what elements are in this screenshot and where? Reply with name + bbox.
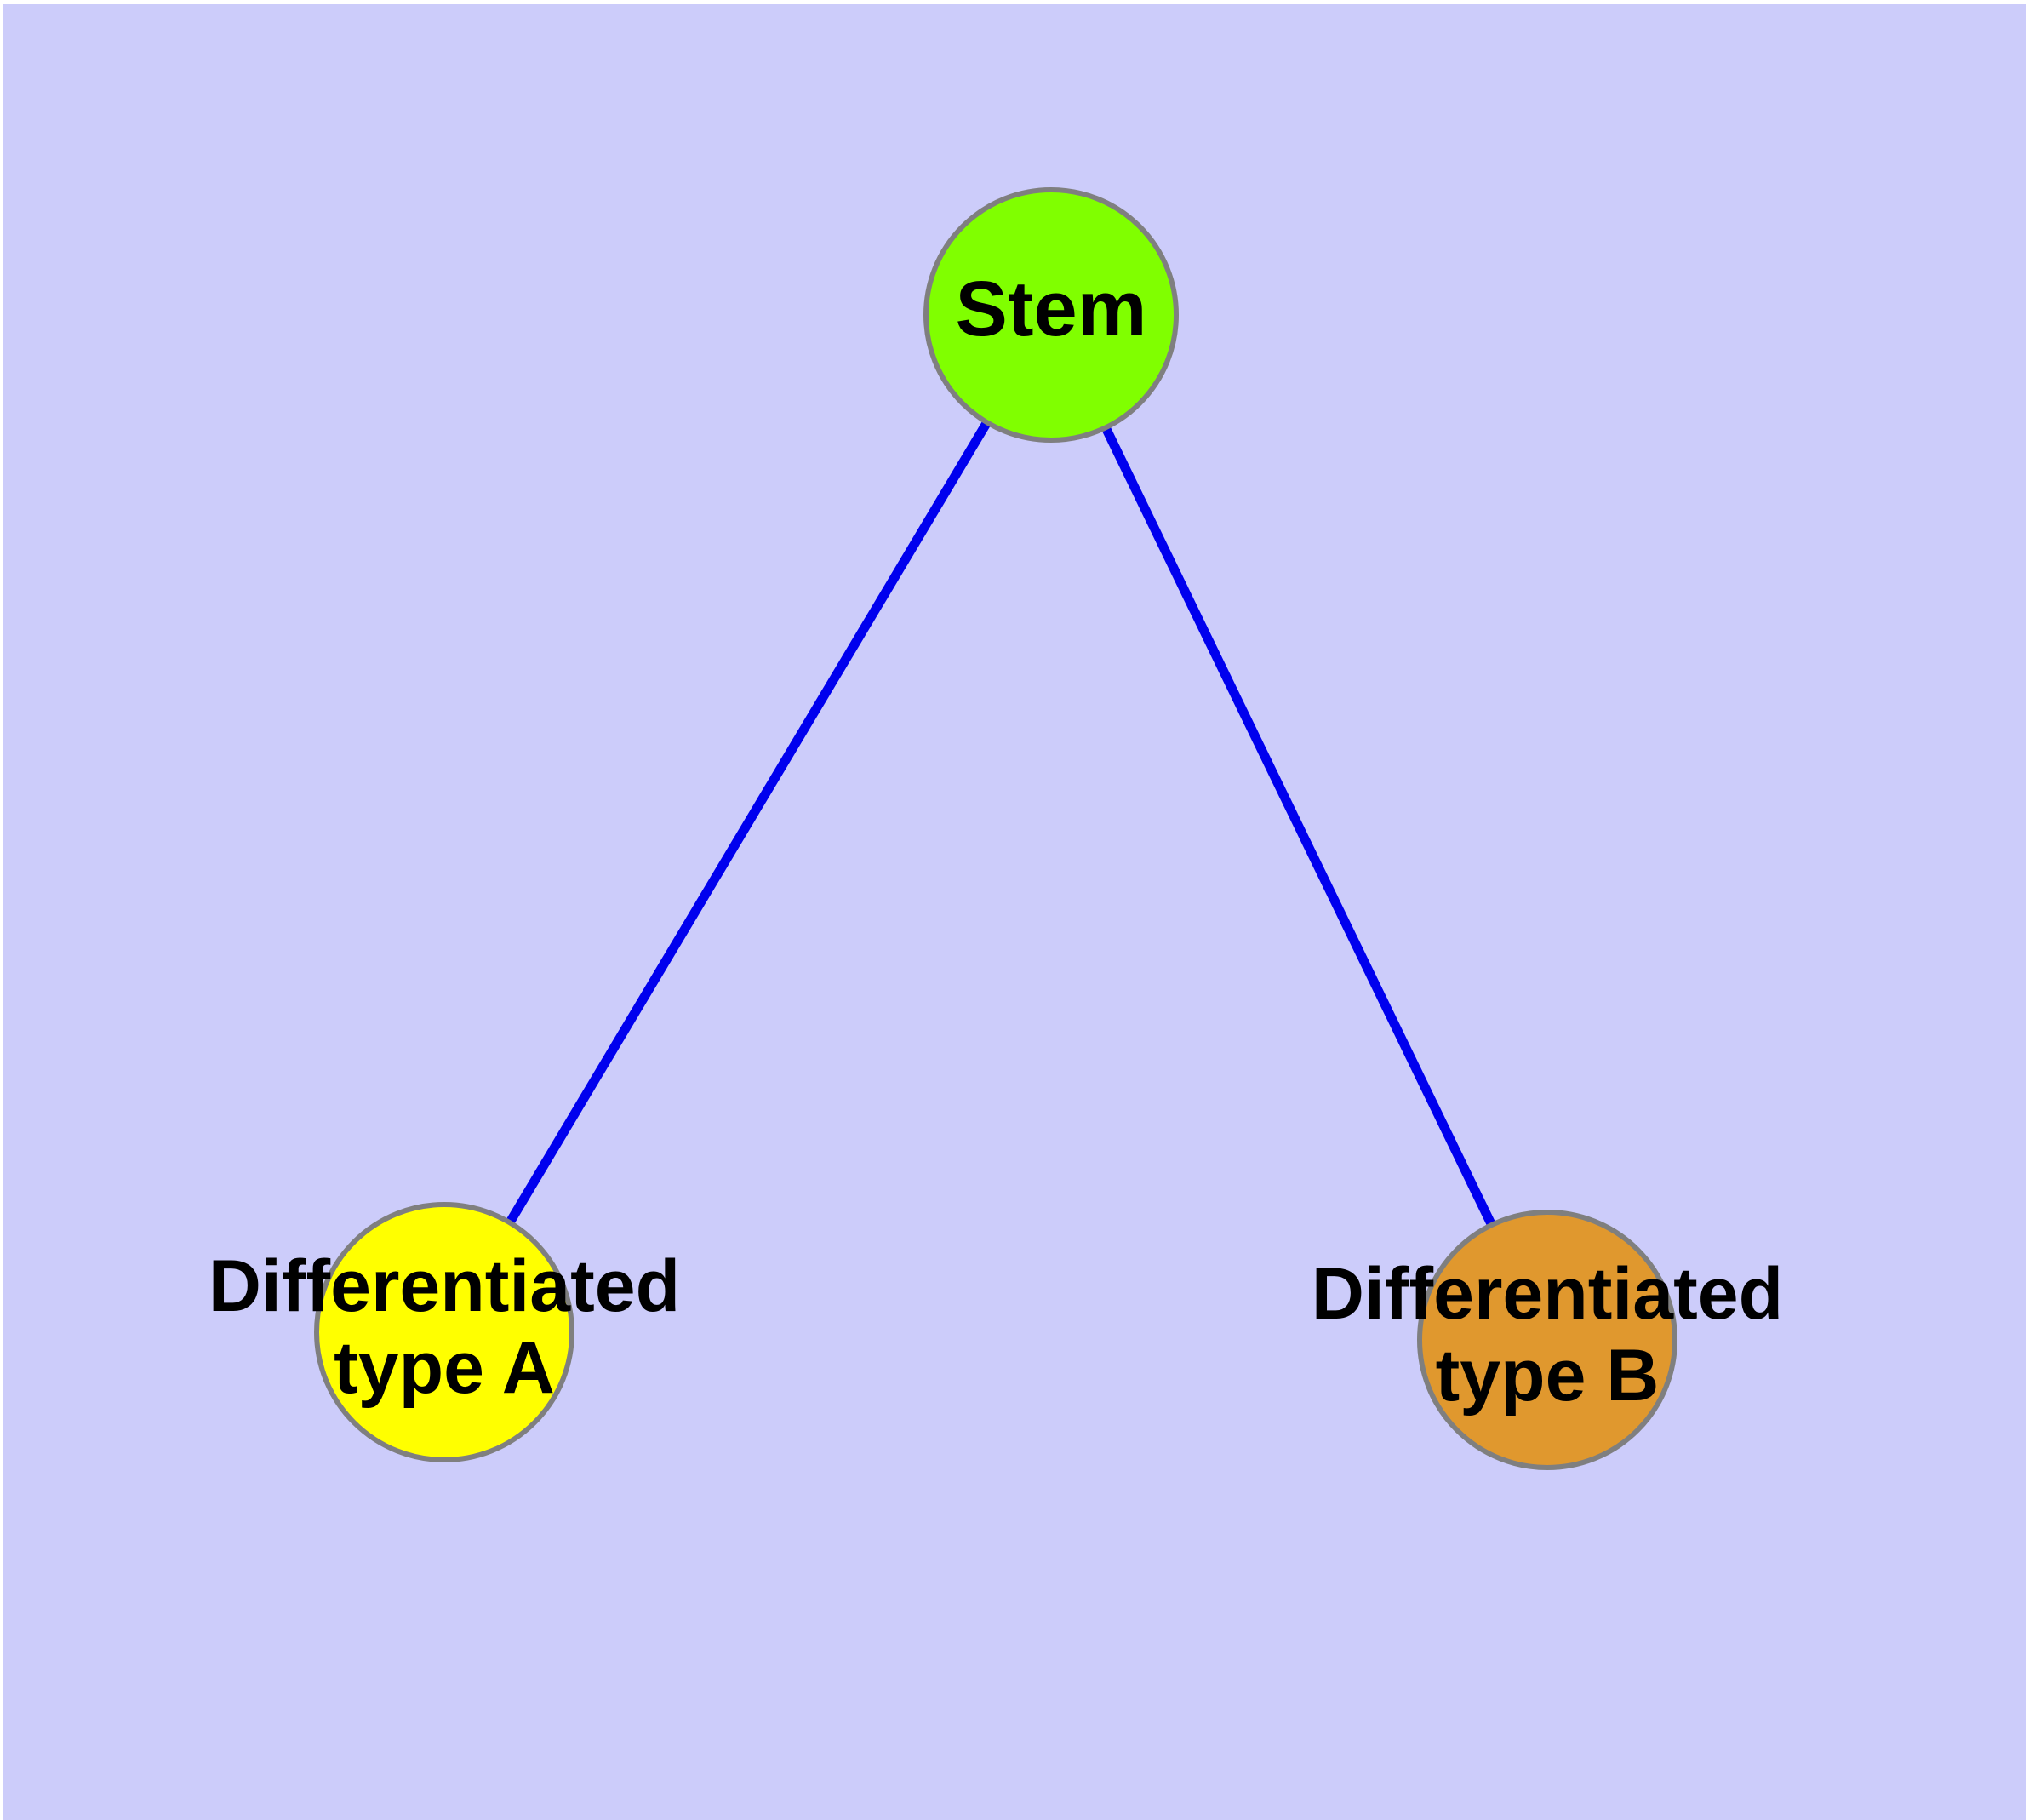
graph-node-diff-a[interactable]: [314, 1202, 574, 1462]
node-layer: [314, 187, 1677, 1470]
edge-layer: [505, 419, 1497, 1228]
graph-node-stem[interactable]: [923, 187, 1179, 443]
graph-edge[interactable]: [1100, 425, 1497, 1228]
graph-edge[interactable]: [505, 419, 992, 1226]
graph-node-diff-b[interactable]: [1417, 1210, 1677, 1470]
